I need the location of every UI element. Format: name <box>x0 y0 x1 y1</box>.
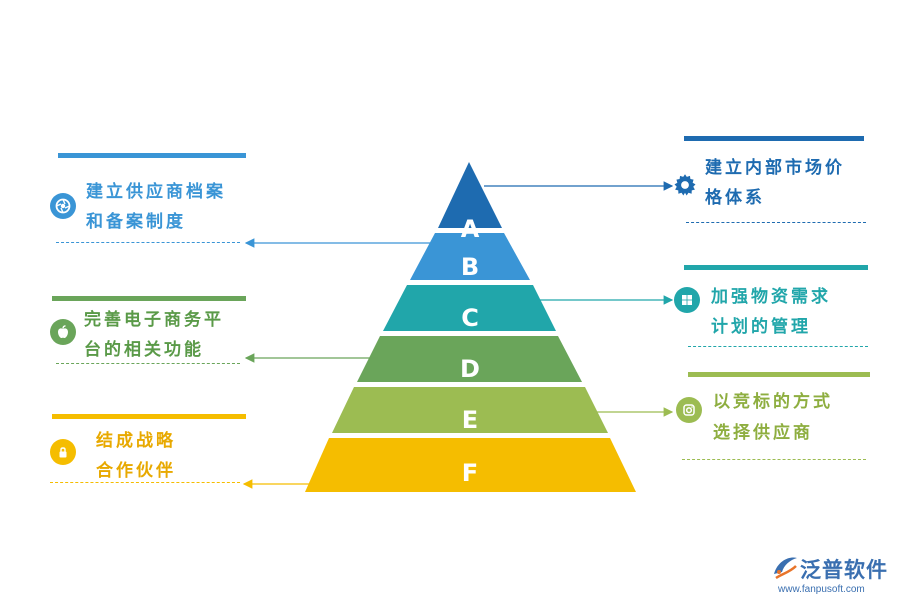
right-item-3-underline <box>682 459 866 460</box>
gear-icon <box>672 172 698 198</box>
pyramid-letter-b: B <box>461 253 479 281</box>
left-item-2-line2: 台的相关功能 <box>84 340 204 360</box>
apple-icon <box>50 319 76 345</box>
right-item-3-line2: 选择供应商 <box>713 423 813 443</box>
logo-mark-icon <box>774 557 797 580</box>
pyramid-level-b <box>410 233 530 280</box>
right-item-2-line1: 加强物资需求 <box>711 287 831 307</box>
left-item-3-line2: 合作伙伴 <box>96 461 176 481</box>
right-item-1-top-bar <box>684 136 864 141</box>
left-item-3-line1: 结成战略 <box>96 431 176 451</box>
aperture-icon <box>50 193 76 219</box>
left-item-2-underline <box>56 363 240 364</box>
company-logo: 泛普软件 www.fanpusoft.com <box>768 552 898 600</box>
pyramid-letter-d: D <box>460 355 480 383</box>
left-item-3-underline <box>50 482 240 483</box>
instagram-icon <box>676 397 702 423</box>
pyramid-level-d <box>357 336 582 382</box>
left-item-1-line1: 建立供应商档案 <box>86 182 226 202</box>
left-item-2-line1: 完善电子商务平 <box>84 310 224 330</box>
right-item-2-top-bar <box>684 265 868 270</box>
right-item-3-line1: 以竞标的方式 <box>713 392 833 412</box>
pyramid-level-e <box>332 387 608 433</box>
left-item-1-top-bar <box>58 153 246 158</box>
pyramid-level-c <box>383 285 556 331</box>
pyramid-letter-c: C <box>461 304 479 332</box>
pyramid-level-a <box>438 162 502 228</box>
lock-icon <box>50 439 76 465</box>
logo-url: www.fanpusoft.com <box>778 584 865 595</box>
right-item-1-underline <box>686 222 866 223</box>
right-item-2-line2: 计划的管理 <box>711 317 811 337</box>
left-item-3-top-bar <box>52 414 246 419</box>
pyramid-letter-e: E <box>462 406 478 434</box>
logo-name: 泛普软件 <box>800 558 888 582</box>
pyramid-letter-a: A <box>461 215 480 243</box>
right-item-3-top-bar <box>688 372 870 377</box>
right-item-1-line1: 建立内部市场价 <box>705 158 845 178</box>
pyramid-letter-f: F <box>462 459 478 487</box>
right-item-1-line2: 格体系 <box>705 188 765 208</box>
left-item-2-top-bar <box>52 296 246 301</box>
right-item-2-underline <box>688 346 868 347</box>
left-item-1-underline <box>56 242 240 243</box>
windows-icon <box>674 287 700 313</box>
left-item-1-line2: 和备案制度 <box>86 212 186 232</box>
pyramid-level-f <box>305 438 636 492</box>
